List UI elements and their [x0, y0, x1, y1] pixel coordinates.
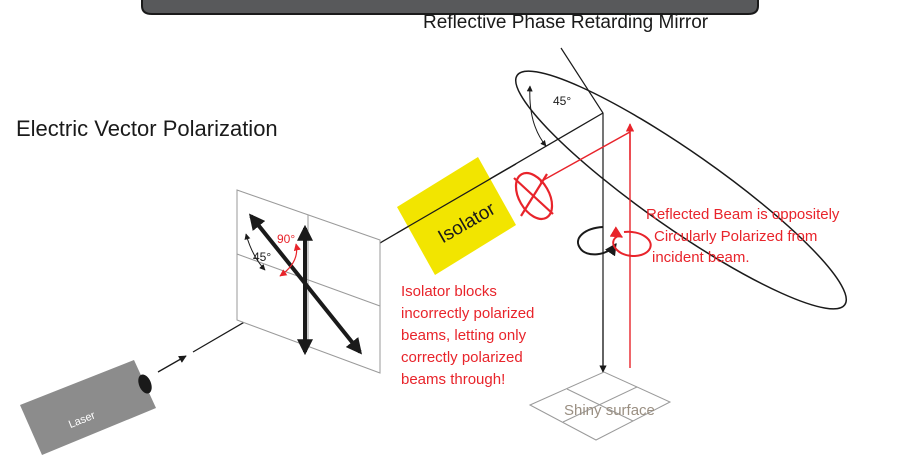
mirror-angle-arc: [526, 85, 547, 147]
reflected-note-line: incident beam.: [652, 249, 750, 266]
isolator-note-line: incorrectly polarized: [401, 305, 534, 322]
beam-through-isolator: [396, 163, 517, 234]
surface-label: Shiny surface: [564, 402, 655, 419]
polarization-title: Electric Vector Polarization: [16, 116, 278, 141]
phase-retarding-mirror: [514, 70, 848, 310]
angle-arc-45: [244, 233, 266, 271]
angle-label-90: 90°: [277, 232, 295, 246]
polarization-grid: [236, 189, 381, 374]
isolator-note-line: correctly polarized: [401, 349, 523, 366]
angle-label-45: 45°: [253, 250, 271, 264]
isolator-block: [397, 157, 516, 275]
isolator-note-line: Isolator blocks: [401, 283, 497, 300]
angle-arc-90: [279, 243, 301, 277]
top-banner: [141, 0, 759, 15]
mirror-title: Reflective Phase Retarding Mirror: [423, 12, 709, 33]
vector-diagonal: [248, 213, 363, 355]
shiny-surface: [528, 371, 672, 441]
laser-device: [20, 360, 156, 455]
isolator-note-line: beams, letting only: [401, 327, 527, 344]
mirror-angle-label: 45°: [553, 94, 571, 108]
reflected-note-line: Reflected Beam is oppositely: [646, 206, 840, 223]
isolator-note: Isolator blocks incorrectly polarized be…: [401, 283, 539, 388]
reflected-note: Reflected Beam is oppositely Circularly …: [646, 206, 844, 266]
incident-circular-polarization-icon: [577, 226, 617, 257]
laser-output-arrow: [157, 355, 187, 373]
isolator-note-line: beams through!: [401, 371, 505, 388]
reflected-note-line: Circularly Polarized from: [654, 228, 817, 245]
reflected-circular-polarization-icon: [609, 226, 652, 257]
